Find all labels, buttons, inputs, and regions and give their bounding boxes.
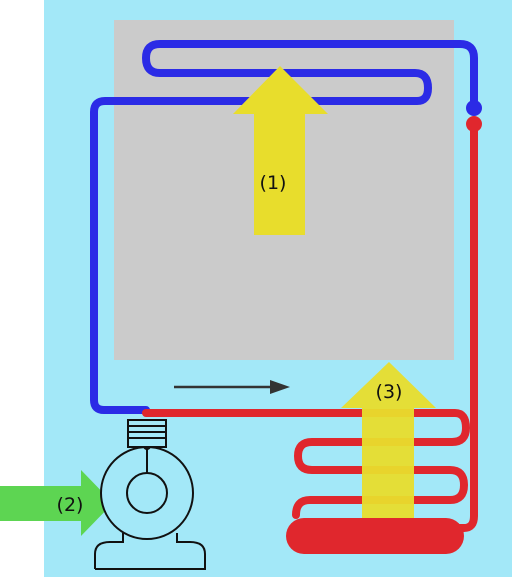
work-input-arrow: [0, 470, 113, 536]
high-pressure-line: [142, 409, 470, 519]
heat-rejected-label: (3): [376, 381, 403, 403]
high-pressure-return-line: [446, 120, 478, 532]
heat-absorbed-arrow: [233, 66, 328, 235]
compressor-icon: [94, 419, 206, 570]
expansion-valve-red-dot: [466, 116, 482, 132]
receiver-tank: [286, 518, 464, 554]
expansion-valve-blue-dot: [466, 100, 482, 116]
heat-rejected-arrow: [341, 362, 436, 518]
arrow-right-icon: [174, 380, 290, 394]
heat-absorbed-label: (1): [260, 172, 287, 194]
low-pressure-line: [90, 40, 478, 414]
work-input-label: (2): [57, 494, 84, 516]
